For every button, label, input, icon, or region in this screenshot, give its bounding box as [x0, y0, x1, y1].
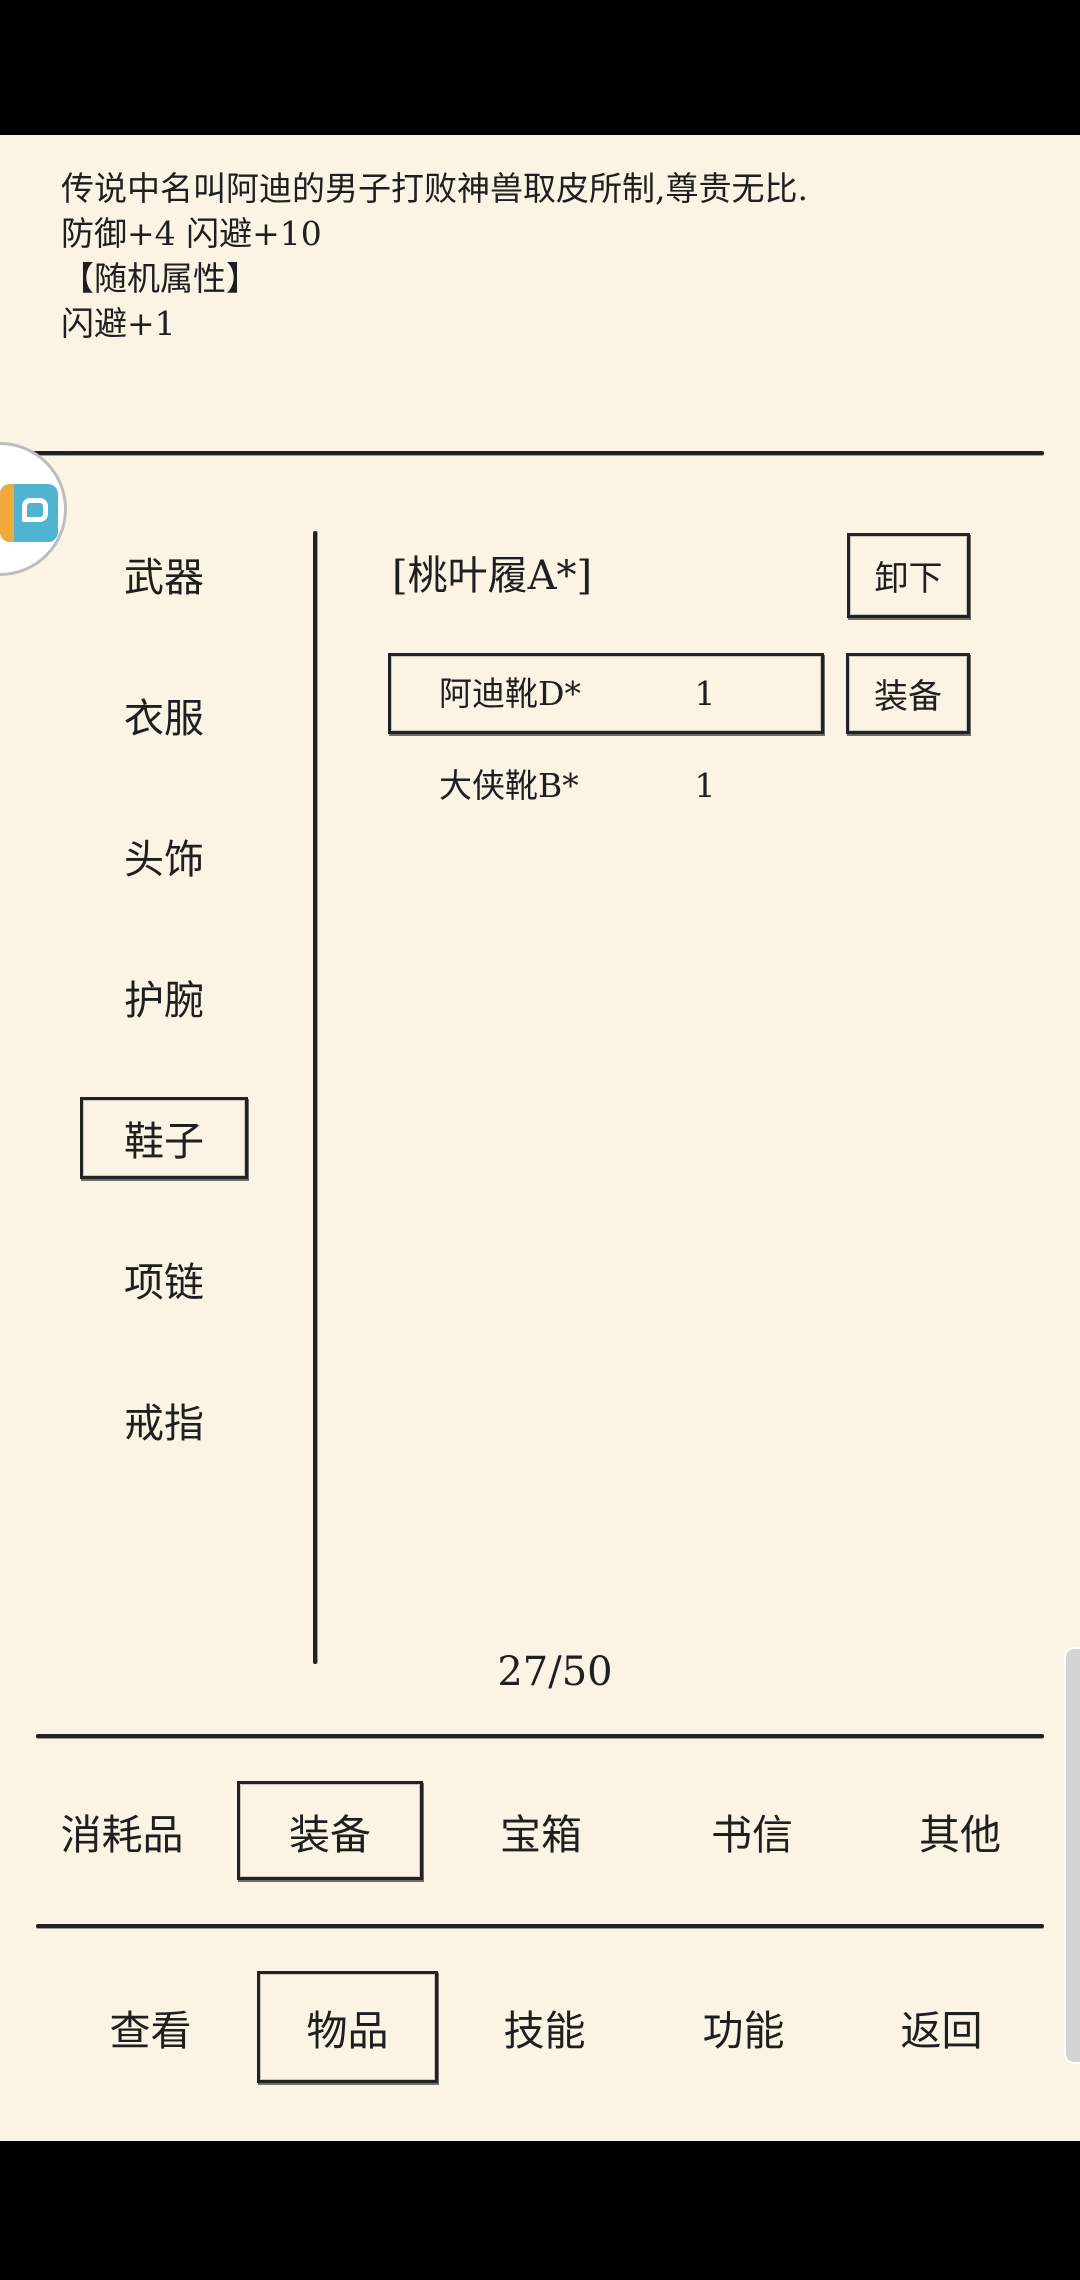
category-weapon[interactable]: 武器 — [124, 555, 204, 601]
category-shoes[interactable]: 鞋子 — [80, 1097, 248, 1179]
icon-accent — [0, 484, 14, 542]
description-stats: 防御+4 闪避+10 — [61, 214, 322, 253]
top-divider — [30, 451, 1044, 455]
item-count: 1 — [694, 766, 716, 805]
tab-letters[interactable]: 书信 — [711, 1810, 793, 1859]
nav-skills[interactable]: 技能 — [503, 2007, 586, 2055]
item-count: 1 — [694, 674, 716, 713]
unequip-button[interactable]: 卸下 — [847, 533, 970, 618]
nav-view[interactable]: 查看 — [109, 2007, 192, 2055]
inventory-item-row[interactable]: 阿迪靴D* 1 — [388, 653, 824, 734]
category-clothes[interactable]: 衣服 — [124, 696, 204, 742]
floating-assistant-icon — [0, 484, 58, 542]
status-bar — [0, 0, 1080, 135]
item-description: 传说中名叫阿迪的男子打败神兽取皮所制,尊贵无比. 防御+4 闪避+10 【随机属… — [61, 166, 1041, 346]
vertical-divider — [313, 531, 317, 1664]
scroll-indicator[interactable] — [1064, 1647, 1080, 2064]
item-name: 阿迪靴D* — [439, 674, 581, 713]
system-navigation-bar — [0, 2141, 1080, 2280]
random-attribute-value: 闪避+1 — [61, 304, 176, 343]
equip-button[interactable]: 装备 — [846, 653, 970, 734]
tab-other[interactable]: 其他 — [919, 1810, 1001, 1859]
lower-divider — [36, 1924, 1044, 1928]
category-ring[interactable]: 戒指 — [124, 1401, 204, 1447]
nav-functions[interactable]: 功能 — [702, 2007, 785, 2055]
equipment-category-list: 武器 衣服 头饰 护腕 鞋子 项链 戒指 — [80, 533, 248, 1461]
middle-divider — [36, 1734, 1044, 1738]
nav-items[interactable]: 物品 — [257, 1971, 438, 2083]
floating-assistant-button[interactable] — [0, 438, 76, 586]
tab-equipment[interactable]: 装备 — [237, 1781, 423, 1880]
category-necklace[interactable]: 项链 — [124, 1260, 204, 1306]
tab-treasure-chests[interactable]: 宝箱 — [500, 1810, 582, 1859]
equipped-item-name: [桃叶履A*] — [392, 553, 593, 599]
game-screen — [0, 135, 1080, 2141]
item-name: 大侠靴B* — [439, 766, 579, 805]
category-headwear[interactable]: 头饰 — [124, 837, 204, 883]
nav-back[interactable]: 返回 — [900, 2007, 983, 2055]
description-text: 传说中名叫阿迪的男子打败神兽取皮所制,尊贵无比. — [61, 169, 808, 208]
random-attribute-header: 【随机属性】 — [61, 259, 259, 298]
icon-glyph — [22, 498, 48, 522]
inventory-item-row[interactable]: 大侠靴B* 1 — [388, 745, 824, 826]
page-counter: 27/50 — [497, 1649, 613, 1695]
tab-consumables[interactable]: 消耗品 — [60, 1810, 184, 1859]
category-bracer[interactable]: 护腕 — [124, 978, 204, 1024]
